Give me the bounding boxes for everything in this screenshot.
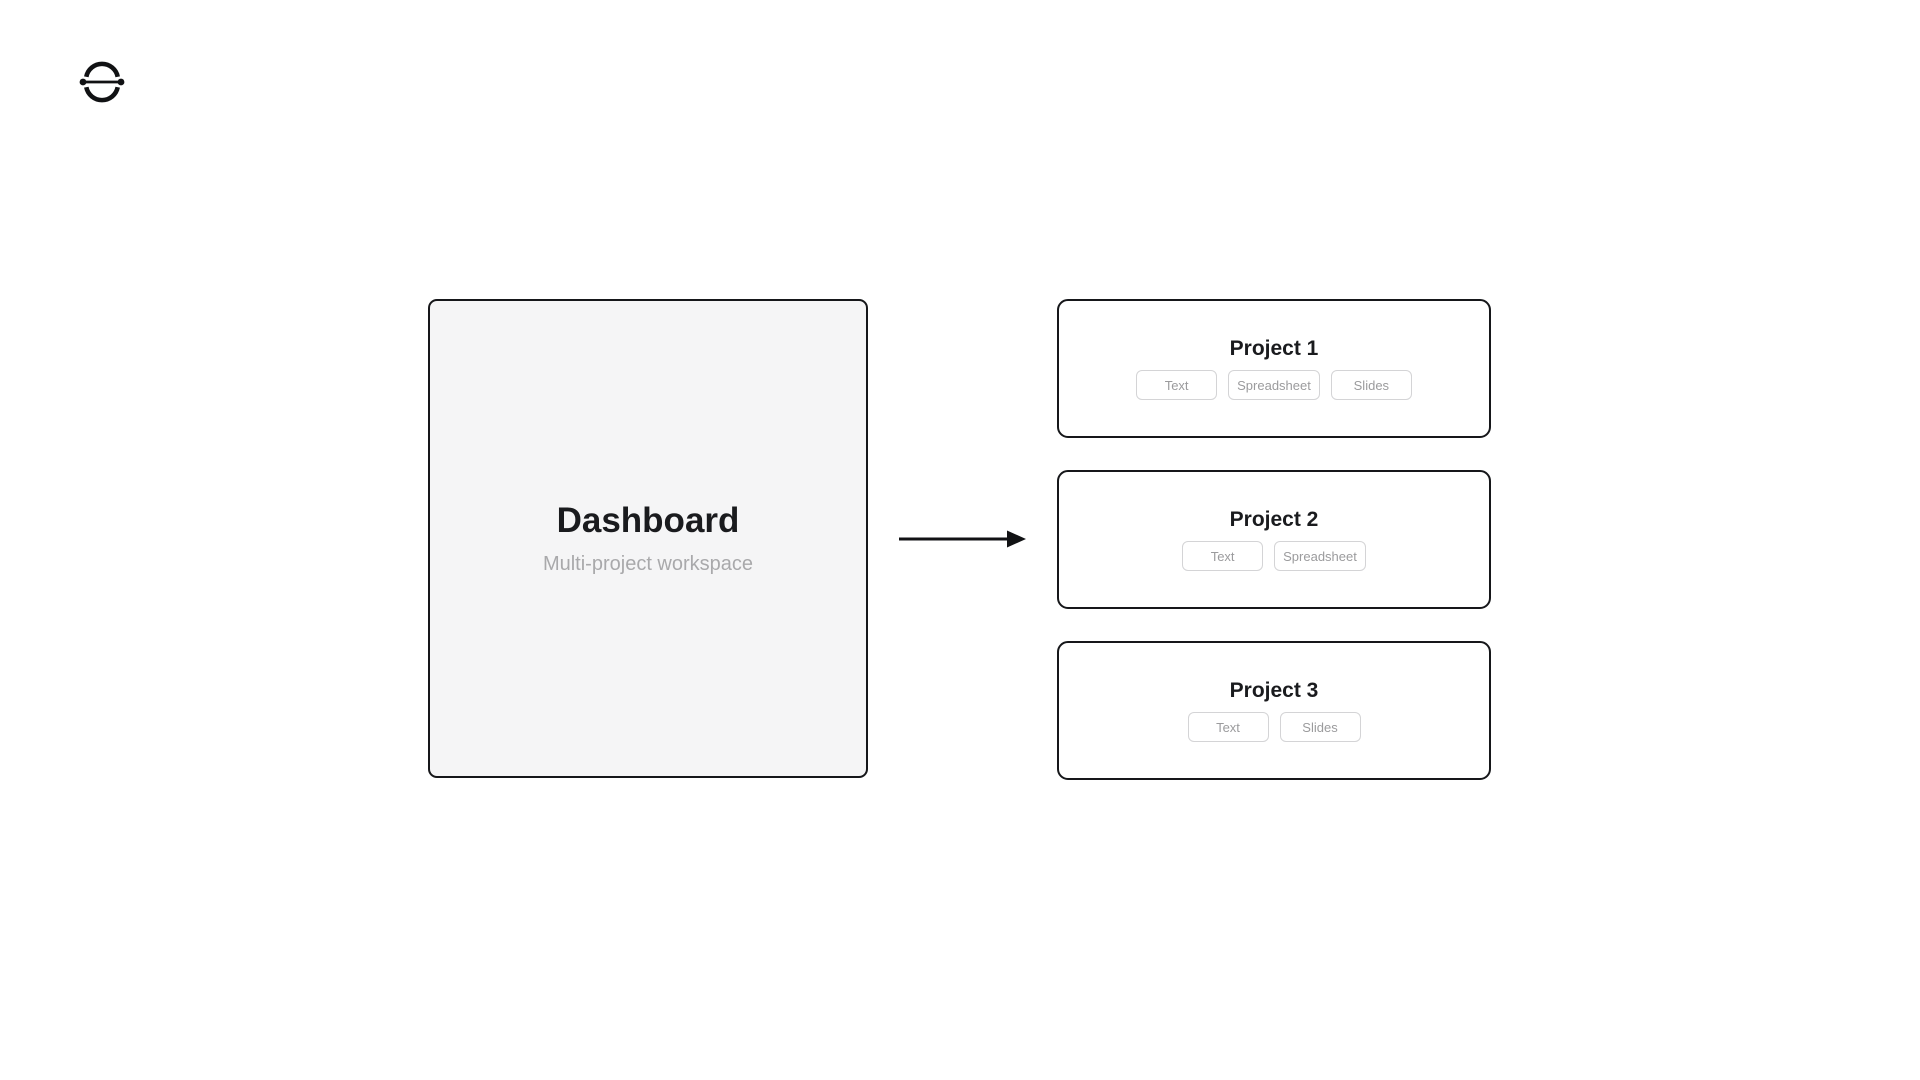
right-arrow-icon bbox=[899, 530, 1026, 548]
doc-button-slides[interactable]: Slides bbox=[1279, 712, 1361, 743]
document-button-row: Text Spreadsheet Slides bbox=[1136, 370, 1412, 401]
project-card-1: Project 1 Text Spreadsheet Slides bbox=[1057, 299, 1491, 438]
project-card-2: Project 2 Text Spreadsheet bbox=[1057, 470, 1491, 609]
doc-button-text[interactable]: Text bbox=[1182, 541, 1264, 572]
document-button-row: Text Slides bbox=[1187, 712, 1361, 743]
logo-icon bbox=[79, 61, 125, 103]
doc-button-slides[interactable]: Slides bbox=[1330, 370, 1412, 401]
document-button-row: Text Spreadsheet bbox=[1182, 541, 1366, 572]
dashboard-panel: Dashboard Multi-project workspace bbox=[428, 299, 868, 778]
dashboard-title: Dashboard bbox=[556, 501, 740, 541]
doc-button-spreadsheet[interactable]: Spreadsheet bbox=[1274, 541, 1366, 572]
project-card-3: Project 3 Text Slides bbox=[1057, 641, 1491, 780]
project-title: Project 1 bbox=[1229, 336, 1319, 360]
doc-button-spreadsheet[interactable]: Spreadsheet bbox=[1228, 370, 1320, 401]
project-title: Project 2 bbox=[1229, 507, 1319, 531]
project-title: Project 3 bbox=[1229, 678, 1319, 702]
doc-button-text[interactable]: Text bbox=[1187, 712, 1269, 743]
dashboard-subtitle: Multi-project workspace bbox=[542, 552, 754, 575]
projects-column: Project 1 Text Spreadsheet Slides Projec… bbox=[1057, 299, 1491, 780]
doc-button-text[interactable]: Text bbox=[1136, 370, 1218, 401]
